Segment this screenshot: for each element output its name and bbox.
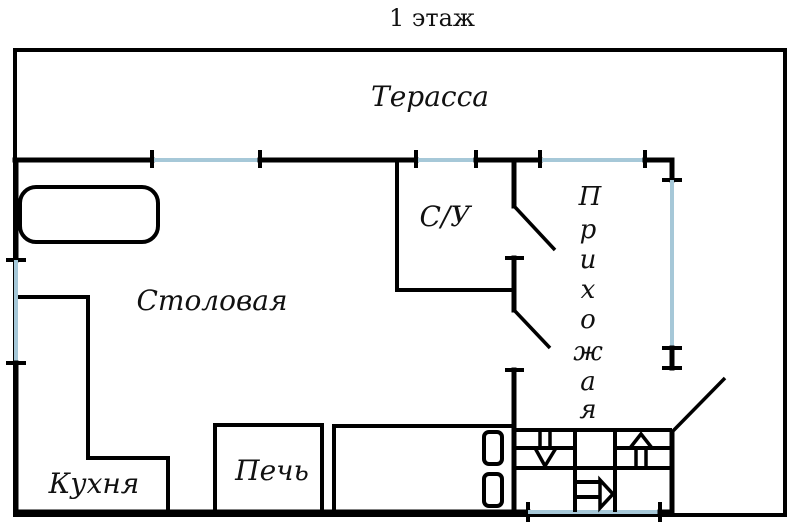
svg-text:ж: ж xyxy=(573,337,603,367)
svg-text:я: я xyxy=(579,395,596,425)
room-label-kitchen: Кухня xyxy=(48,467,140,500)
hallway-right-wall xyxy=(662,178,682,371)
fixture-1 xyxy=(482,430,504,466)
room-label-stove: Печь xyxy=(234,454,309,487)
arrow-down-icon xyxy=(538,430,552,450)
cabinet xyxy=(332,424,515,512)
fixture-2 xyxy=(482,472,504,508)
entrance-door xyxy=(670,376,727,434)
arrow-right-icon xyxy=(598,475,616,513)
floor-title: 1 этаж xyxy=(389,4,475,32)
room-label-dining: Столовая xyxy=(136,284,287,317)
house-bottom-wall xyxy=(13,429,675,522)
kitchen-counter xyxy=(18,295,170,512)
house-top-wall xyxy=(12,150,675,183)
svg-text:а: а xyxy=(580,367,596,397)
bathroom-door xyxy=(512,204,557,252)
hallway-door xyxy=(512,308,552,350)
room-label-hallway: П р и х о ж а я xyxy=(573,182,603,425)
room-label-bathroom: С/У xyxy=(419,200,472,233)
stove xyxy=(213,423,324,512)
arrow-up-icon xyxy=(626,431,656,450)
svg-text:и: и xyxy=(580,245,597,275)
bathroom-wall xyxy=(395,160,514,292)
svg-text:р: р xyxy=(580,215,597,245)
sofa xyxy=(18,185,160,244)
svg-text:о: о xyxy=(580,305,596,335)
svg-text:П: П xyxy=(578,182,603,212)
svg-text:х: х xyxy=(581,275,596,305)
room-label-terrace: Терасса xyxy=(371,80,489,113)
stairs xyxy=(514,428,672,513)
house-left-wall xyxy=(6,157,26,515)
